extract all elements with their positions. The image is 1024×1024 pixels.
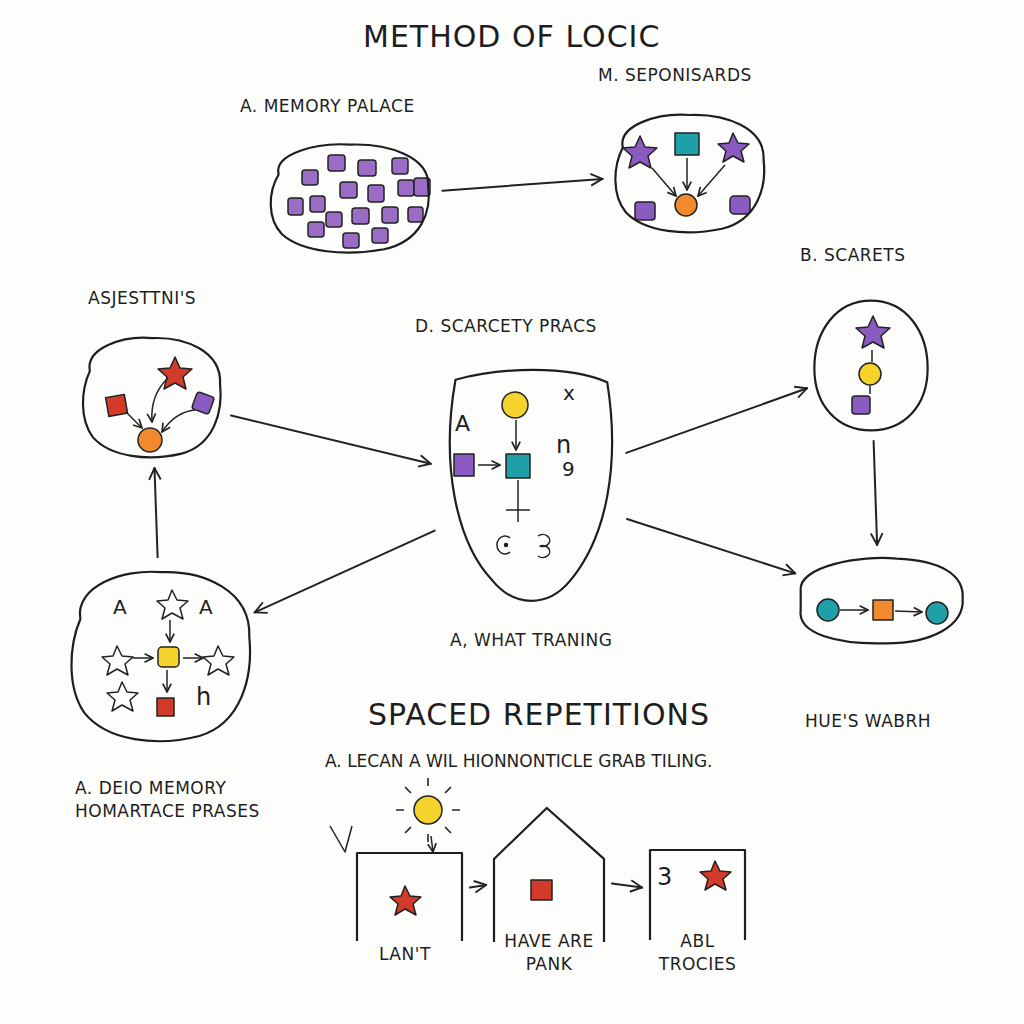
- node-label: LAN'T: [379, 943, 431, 966]
- sketch-blob: A. DEIO MEMORY HOMARTACE PRASES: [65, 565, 257, 745]
- arrow: [874, 441, 878, 545]
- arrow: [255, 531, 435, 613]
- outline: [437, 365, 622, 610]
- glyph: n: [556, 432, 571, 458]
- seponisards-figure: [623, 133, 750, 220]
- scarcety-figure: [454, 392, 550, 558]
- node-label: A. DEIO MEMORY HOMARTACE PRASES: [75, 777, 265, 823]
- title: METHOD OF LOCIC: [363, 20, 660, 53]
- arrow: [443, 179, 603, 191]
- outline: [78, 333, 226, 460]
- node-label: M. SEPONISARDS: [598, 64, 752, 87]
- sketch-blob: M. SEPONISARDS: [610, 110, 770, 235]
- node-label: B. SCARETS: [800, 244, 906, 267]
- section-heading: SPACED REPETITIONS: [368, 698, 710, 731]
- outline: [265, 140, 435, 255]
- node-label: HAVE ARE PANK: [486, 930, 612, 976]
- glyph: h: [196, 684, 211, 710]
- sketch-blob: A. MEMORY PALACE: [265, 140, 435, 255]
- node-label: A. MEMORY PALACE: [240, 95, 415, 118]
- glyph: A: [455, 412, 470, 436]
- arrow: [626, 388, 807, 453]
- outline: [357, 853, 462, 941]
- arrow: [470, 885, 486, 888]
- outline: [65, 565, 257, 745]
- arrow: [612, 884, 642, 888]
- node-label: A, WHAT TRANING: [450, 629, 612, 652]
- deio-figure: [102, 590, 234, 716]
- outline: [812, 298, 930, 433]
- glyph: A: [199, 596, 213, 618]
- outline: [610, 110, 770, 235]
- scarets-figure: [852, 316, 890, 414]
- glyph: 9: [562, 458, 575, 480]
- sketch-blob: HUE'S WABRH: [790, 553, 968, 648]
- glyph: 3: [657, 864, 672, 890]
- outline: [790, 553, 968, 648]
- sketch-blob: ASJESTTNI'S: [78, 333, 226, 460]
- arrow: [627, 519, 795, 573]
- purple-squares: [288, 155, 430, 248]
- arrow: [155, 468, 158, 557]
- spaced-figure: [330, 778, 731, 915]
- wabrh-figure: [817, 599, 948, 624]
- node-label: ABL TROCIES: [650, 930, 745, 976]
- node-label: HUE'S WABRH: [805, 710, 931, 733]
- arrow: [231, 416, 431, 464]
- glyph: x: [563, 382, 575, 404]
- node-label: ASJESTTNI'S: [88, 287, 196, 310]
- sketch-blob: B. SCARETS: [812, 298, 930, 433]
- sketch-box: LAN'T: [357, 853, 462, 941]
- sketch-box: HAVE ARE PANK: [494, 808, 604, 942]
- asjesttnis-figure: [106, 357, 215, 452]
- outline: [494, 808, 604, 942]
- subheading: A. LECAN A WIL HIONNONTICLE GRAB TILING.: [325, 752, 712, 771]
- glyph: A: [113, 596, 127, 618]
- node-label: D. SCARCETY PRACS: [415, 315, 597, 338]
- sketch-blob: D. SCARCETY PRACSA, WHAT TRANING: [437, 365, 622, 610]
